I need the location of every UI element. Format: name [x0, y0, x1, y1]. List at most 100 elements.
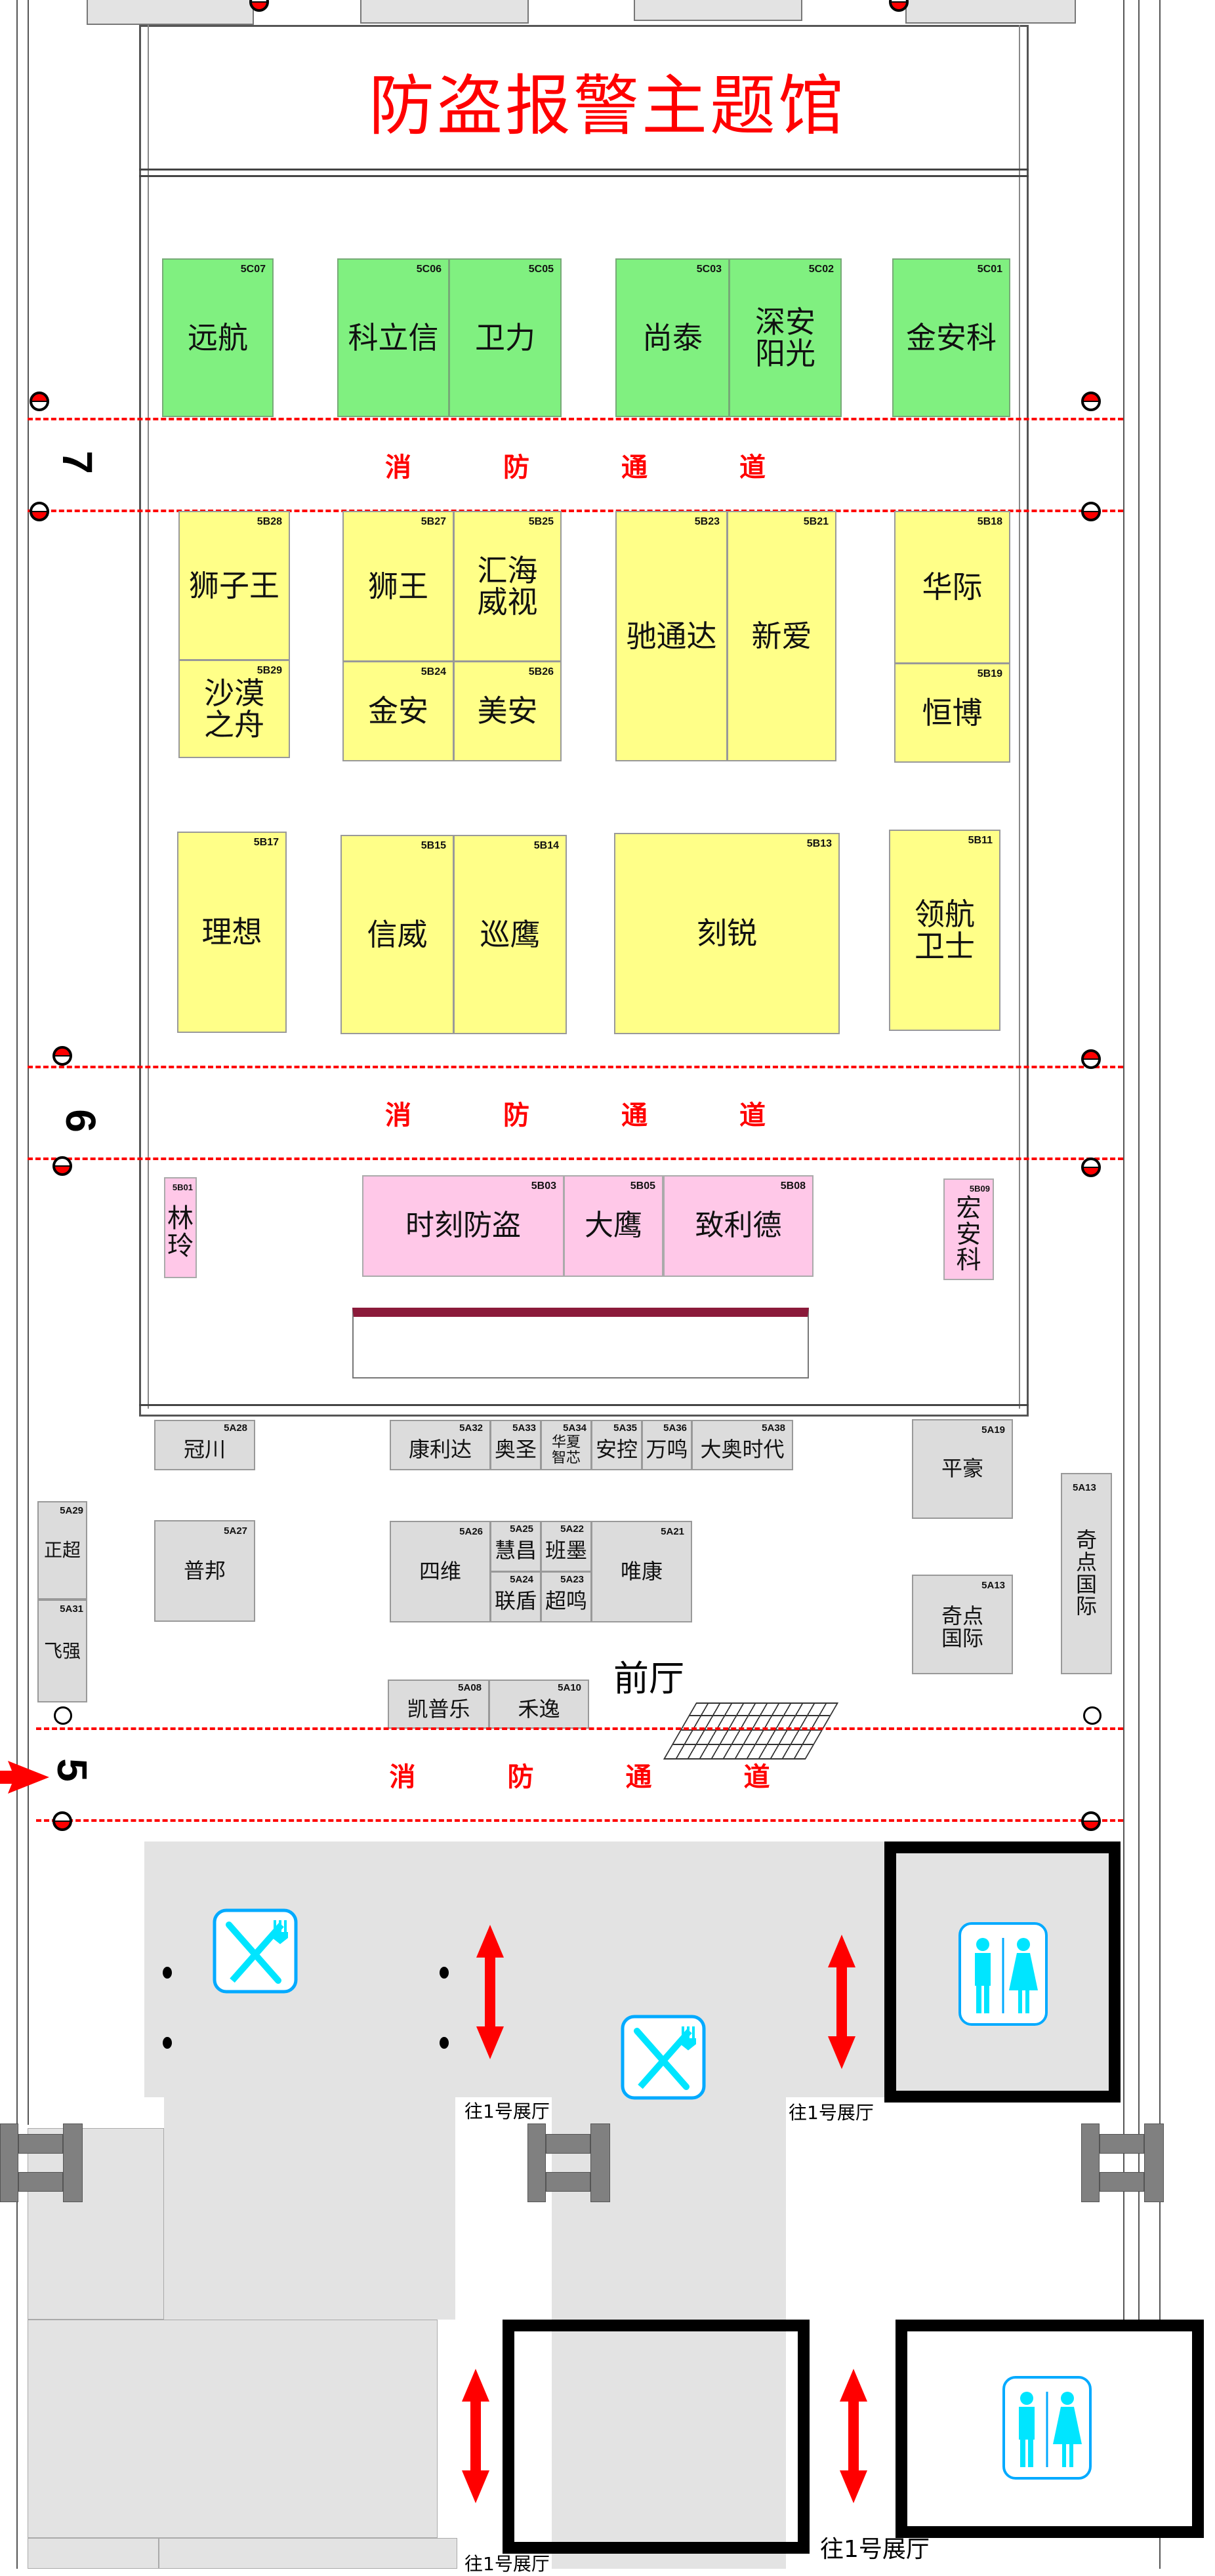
booth-code: 5A19	[981, 1424, 1005, 1436]
booth-name: 信威	[367, 916, 428, 952]
booth-code: 5B24	[421, 666, 446, 677]
booth-name: 唯康	[620, 1558, 663, 1584]
booth-code: 5C01	[977, 264, 1002, 275]
booth-name: 狮王	[368, 568, 428, 604]
lobby-label: 前厅	[613, 1658, 684, 1699]
restroom-icon	[958, 1922, 1048, 2026]
fire-extinguisher-icon	[1081, 502, 1101, 521]
booth-name: 林 玲	[167, 1203, 194, 1261]
fire-lane-5: 消防通道	[36, 1727, 1123, 1822]
row-number-7: 7	[53, 451, 101, 474]
booth-code: 5B11	[968, 835, 993, 846]
booth-name: 华夏 智芯	[551, 1434, 581, 1466]
booth-name: 金安科	[906, 319, 997, 355]
booth-5C07[interactable]: 5C07 远航	[162, 258, 274, 417]
wall-line	[139, 175, 1029, 177]
booth-name: 理想	[201, 914, 262, 950]
booth-name: 卫力	[475, 319, 535, 355]
booth-code: 5C07	[240, 264, 266, 275]
booth-name: 奥圣	[494, 1436, 537, 1462]
wall-line	[139, 1404, 1029, 1406]
booth-name: 时刻防盗	[405, 1209, 521, 1243]
hall-title: 防盗报警主题馆	[369, 68, 846, 144]
booth-5B28[interactable]: 5B28 狮子王	[178, 511, 290, 660]
booth-name: 奇点 国际	[941, 1603, 983, 1651]
booth-code: 5B28	[257, 516, 282, 527]
booth-5C05[interactable]: 5C05 卫力	[449, 258, 562, 417]
booth-name: 狮子王	[189, 567, 279, 603]
lower-area	[164, 2095, 455, 2320]
booth-name: 远航	[188, 319, 248, 355]
restroom-room	[896, 2320, 1204, 2538]
fire-extinguisher-icon	[52, 1046, 72, 1066]
booth-5C01[interactable]: 5C01 金安科	[892, 258, 1010, 417]
booth-code: 5B14	[533, 840, 559, 851]
booth-name: 深安 阳光	[755, 304, 815, 371]
booth-code: 5C03	[696, 264, 722, 275]
booth-name: 慧昌	[494, 1538, 537, 1563]
restaurant-icon	[213, 1908, 298, 1994]
corridor-area	[552, 2331, 786, 2542]
booth-code: 5A35	[613, 1422, 637, 1434]
booth-name: 大鹰	[585, 1209, 642, 1243]
booth-name: 奇 点 国 际	[1075, 1527, 1097, 1619]
wall-line	[1123, 0, 1124, 2320]
booth-code: 5A24	[510, 1574, 533, 1585]
booth-code: 5C06	[416, 264, 442, 275]
row-number-5: 5	[48, 1758, 96, 1782]
escalator-icon	[0, 2123, 84, 2202]
wall-line	[1159, 0, 1161, 2569]
partial-booth	[634, 0, 802, 21]
booth-code: 5B23	[694, 516, 720, 527]
booth-code: 5A34	[563, 1422, 587, 1434]
fire-extinguisher-icon	[249, 0, 269, 12]
booth-name: 新爱	[751, 618, 812, 654]
booth-code: 5C05	[528, 264, 554, 275]
fire-extinguisher-icon	[30, 392, 49, 411]
booth-name: 大奥时代	[700, 1436, 785, 1462]
